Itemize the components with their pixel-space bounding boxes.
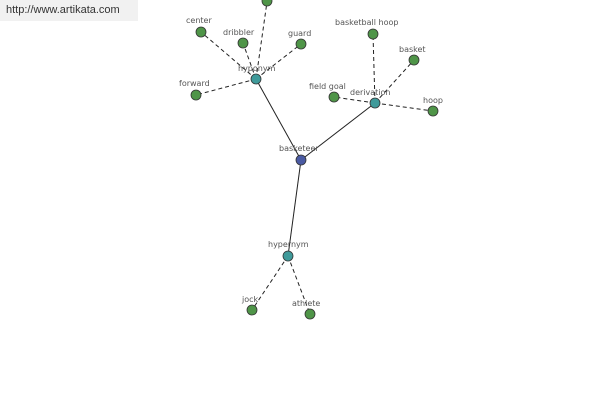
node-basketeer[interactable] <box>295 154 307 166</box>
label-guard: guard <box>288 29 311 38</box>
edge-hyponym-forward <box>195 78 257 96</box>
label-forward: forward <box>179 79 210 88</box>
node-field-goal[interactable] <box>328 91 340 103</box>
edge-derivation-hoop <box>374 102 434 112</box>
node-dribbler[interactable] <box>237 37 249 49</box>
edge-hypernym-athlete <box>287 255 311 315</box>
node-top-offscreen[interactable] <box>261 0 273 7</box>
label-dribbler: dribbler <box>223 28 255 37</box>
node-hyponym[interactable] <box>250 73 262 85</box>
edge-derivation-basketball-hoop <box>372 33 376 104</box>
node-hoop[interactable] <box>427 105 439 117</box>
node-guard[interactable] <box>295 38 307 50</box>
edge-basketeer-derivation <box>300 102 376 161</box>
edge-basketeer-hyponym <box>255 78 302 161</box>
node-athlete[interactable] <box>304 308 316 320</box>
node-basket[interactable] <box>408 54 420 66</box>
edge-derivation-basket <box>374 59 415 104</box>
label-field-goal: field goal <box>309 82 346 91</box>
edge-hypernym-jock <box>251 255 289 311</box>
source-link[interactable]: http://www.artikata.com <box>0 0 138 21</box>
label-jock: jock <box>241 295 259 304</box>
node-derivation[interactable] <box>369 97 381 109</box>
label-derivation: derivation <box>350 88 390 97</box>
node-forward[interactable] <box>190 89 202 101</box>
edge-derivation-field-goal <box>333 96 376 104</box>
edge-hyponym-center <box>200 31 257 80</box>
node-basketball-hoop[interactable] <box>367 28 379 40</box>
label-center: center <box>186 16 212 25</box>
label-basketeer: basketeer <box>279 144 319 153</box>
label-athlete: athlete <box>292 299 320 308</box>
node-jock[interactable] <box>246 304 258 316</box>
edge-basketeer-hypernym <box>287 159 302 257</box>
edge-hyponym-dribbler <box>242 42 257 80</box>
edge-hyponym-guard <box>255 43 302 80</box>
label-hoop: hoop <box>423 96 443 105</box>
edge-hyponym-top <box>255 1 268 80</box>
label-hyponym: hyponym <box>238 64 276 73</box>
label-basketball-hoop: basketball hoop <box>335 18 398 27</box>
node-hypernym[interactable] <box>282 250 294 262</box>
label-hypernym: hypernym <box>268 240 309 249</box>
node-center[interactable] <box>195 26 207 38</box>
label-basket: basket <box>399 45 426 54</box>
